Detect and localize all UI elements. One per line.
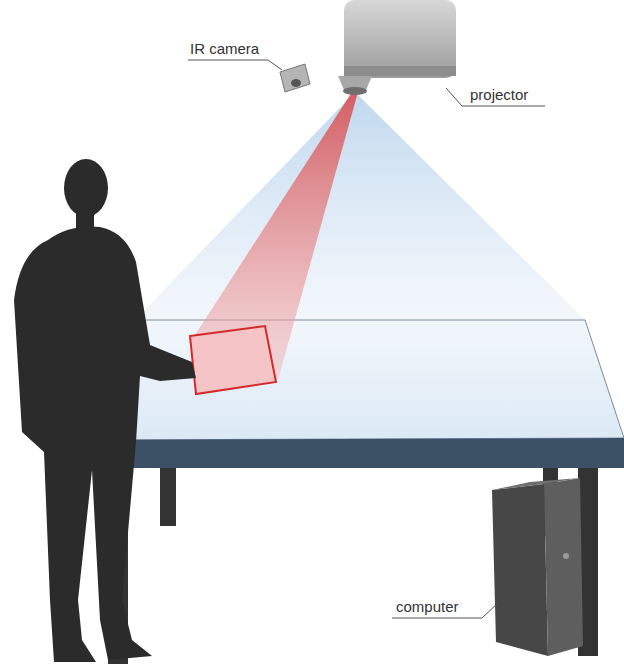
table-edge [84,438,624,468]
person-silhouette [14,159,196,662]
leader-lines [188,60,545,618]
callout-label: IR camera [190,40,259,58]
table-legs [108,466,598,664]
callout-label: computer [396,598,459,616]
ir-camera [280,64,310,92]
tracked-sheet [190,326,276,394]
projection-cone [135,92,585,320]
projector-body [338,0,456,95]
callout-label: projector [470,86,528,104]
computer-tower [492,478,583,656]
